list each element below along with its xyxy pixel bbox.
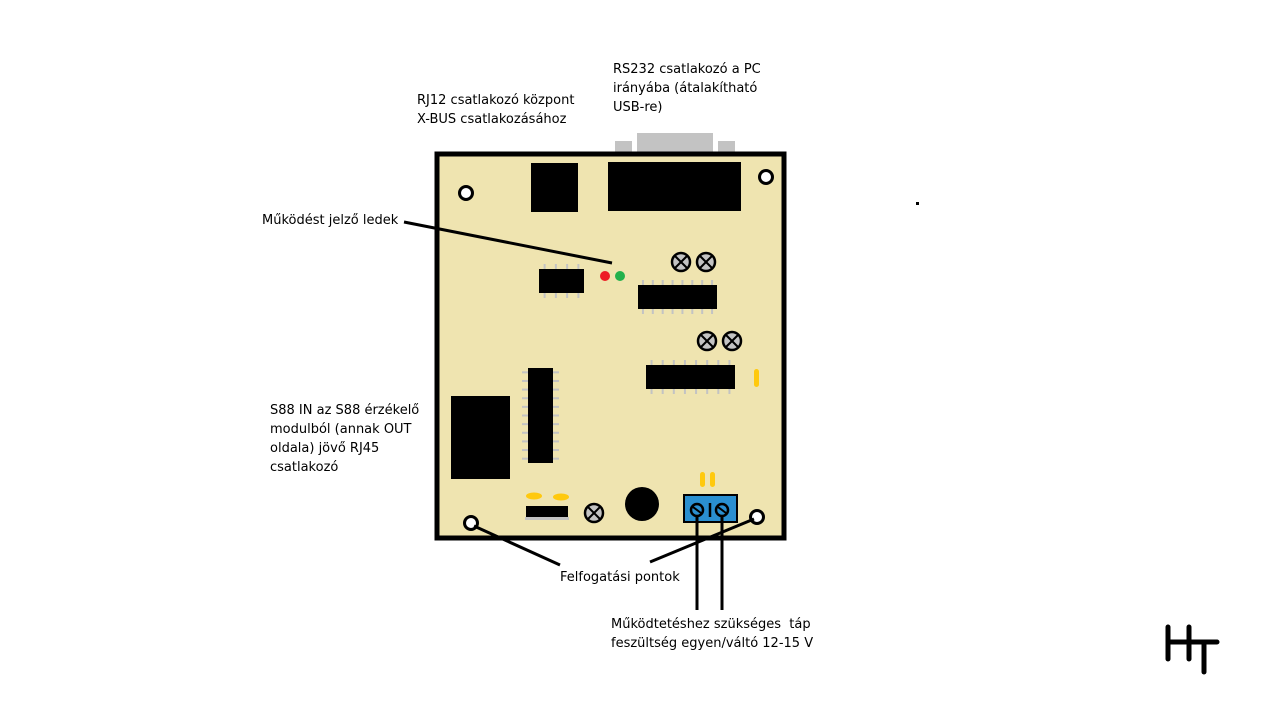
label-leds: Működést jelző ledek	[262, 213, 399, 228]
capacitor	[754, 369, 759, 387]
capacitor	[710, 472, 715, 487]
led-red	[600, 271, 610, 281]
potentiometer	[721, 330, 743, 352]
rj12-connector	[531, 163, 578, 212]
dot	[916, 202, 919, 205]
ht-logo	[1165, 624, 1220, 675]
mounting-holes	[458, 169, 774, 531]
regulator	[526, 506, 568, 517]
rj45-connector	[451, 396, 510, 479]
ic-chips	[522, 264, 735, 463]
buzzer	[625, 487, 659, 521]
pointer-lines	[403, 220, 755, 610]
led-green	[615, 271, 625, 281]
potentiometer	[583, 502, 605, 524]
rs232-connector-body	[608, 162, 741, 211]
potentiometer	[695, 251, 717, 273]
ic-chip	[522, 368, 559, 463]
regulator-tab	[525, 517, 569, 520]
potentiometers	[583, 251, 743, 524]
capacitor	[553, 493, 569, 501]
ic-chip	[638, 280, 717, 314]
label-mounting-points: Felfogatási pontok	[560, 570, 680, 585]
potentiometer	[696, 330, 718, 352]
power-terminal-block	[683, 494, 738, 523]
capacitor	[526, 492, 542, 500]
ic-chip	[646, 360, 735, 394]
capacitor	[700, 472, 705, 487]
ic-chip	[539, 264, 584, 298]
potentiometer	[670, 251, 692, 273]
